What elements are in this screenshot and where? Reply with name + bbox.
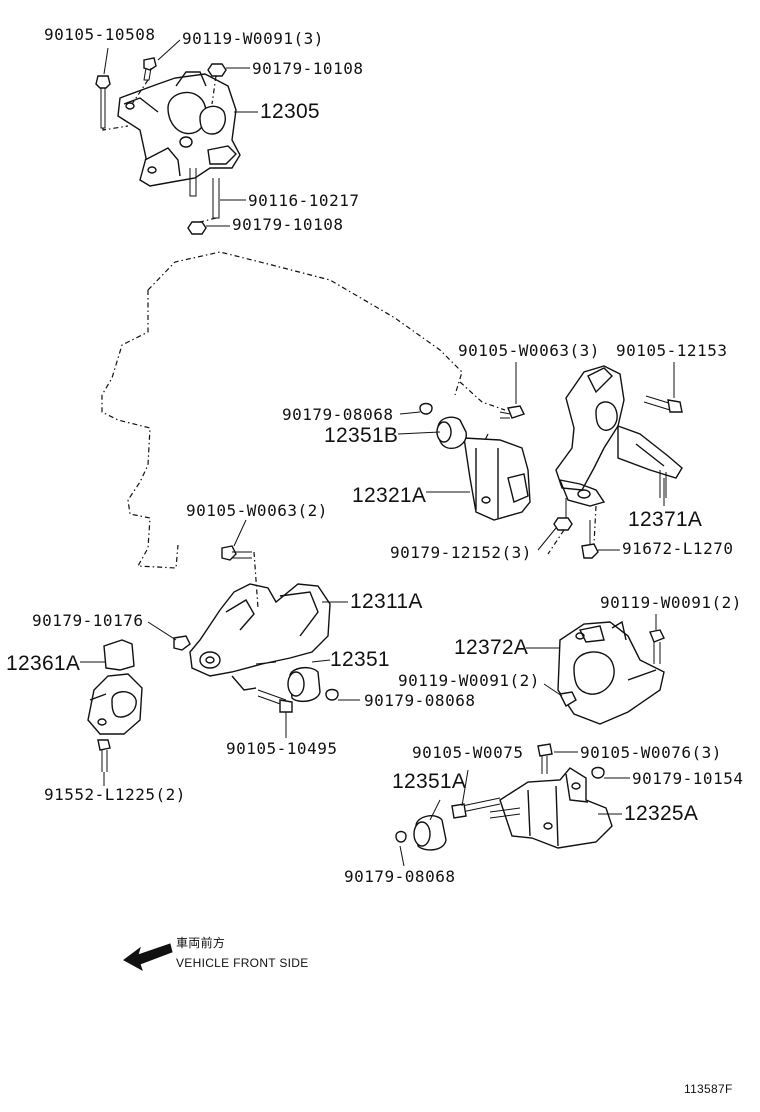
part-label-12351: 12351 <box>330 648 390 671</box>
leaders-middle-left <box>147 519 360 738</box>
mount-12371a <box>555 365 683 507</box>
mount-12361a <box>87 639 143 772</box>
leaders-bottom <box>399 751 630 867</box>
part-label-91552-l1225-2: 91552-L1225(2) <box>44 785 186 804</box>
leaders-left <box>80 661 106 786</box>
figure-id: 113587F <box>684 1082 733 1096</box>
part-label-90105-w0075: 90105-W0075 <box>412 743 524 762</box>
part-label-90105-10508: 90105-10508 <box>44 25 156 44</box>
bracket-12321a <box>436 416 531 521</box>
part-label-90179-10108-top: 90179-10108 <box>252 59 364 78</box>
part-label-12361a: 12361A <box>6 652 81 675</box>
direction-label-english: VEHICLE FRONT SIDE <box>176 956 309 970</box>
part-label-90105-w0076-3: 90105-W0076(3) <box>580 743 722 762</box>
bracket-12325a <box>395 767 613 851</box>
part-label-90119-w0091-3: 90119-W0091(3) <box>182 29 324 48</box>
part-label-12311a: 12311A <box>350 590 423 613</box>
part-label-12325a: 12325A <box>624 802 699 825</box>
part-label-90105-10495: 90105-10495 <box>226 739 338 758</box>
part-label-90116-10217: 90116-10217 <box>248 191 360 210</box>
fasteners-right <box>419 395 683 559</box>
part-label-12372a: 12372A <box>454 636 529 659</box>
part-label-90179-12152-3: 90179-12152(3) <box>390 543 532 562</box>
part-label-90119-w0091-2-lower: 90119-W0091(2) <box>398 671 540 690</box>
part-label-90179-08068-middle: 90179-08068 <box>364 691 476 710</box>
part-label-12305: 12305 <box>260 100 320 123</box>
part-label-90179-10154: 90179-10154 <box>632 769 744 788</box>
part-label-12351a: 12351A <box>392 770 467 793</box>
fasteners-middle-left <box>173 545 339 713</box>
part-label-12351b: 12351B <box>324 424 399 447</box>
mount-12305 <box>117 71 241 187</box>
part-label-90179-10176: 90179-10176 <box>32 611 144 630</box>
leaders-right <box>397 362 675 551</box>
part-label-90179-10108-bottom: 90179-10108 <box>232 215 344 234</box>
part-label-12371a: 12371A <box>628 508 703 531</box>
part-label-90179-08068-bottom: 90179-08068 <box>344 867 456 886</box>
part-label-90119-w0091-2-upper: 90119-W0091(2) <box>600 593 742 612</box>
front-direction-arrow-icon <box>123 943 173 972</box>
part-label-90179-08068-upper: 90179-08068 <box>282 405 394 424</box>
engine-outline <box>101 251 506 569</box>
part-label-90105-w0063-2: 90105-W0063(2) <box>186 501 328 520</box>
mount-12372a <box>557 620 665 725</box>
part-label-91672-l1270: 91672-L1270 <box>622 539 734 558</box>
bracket-12311a <box>189 583 331 703</box>
leaders-right-middle <box>526 614 657 697</box>
direction-label-japanese: 車両前方 <box>176 936 226 950</box>
part-label-90105-12153: 90105-12153 <box>616 341 728 360</box>
fasteners-top <box>95 57 227 235</box>
fasteners-bottom <box>451 743 605 819</box>
part-label-12321a: 12321A <box>352 484 427 507</box>
part-label-90105-w0063-3: 90105-W0063(3) <box>458 341 600 360</box>
leaders-top <box>103 39 258 227</box>
